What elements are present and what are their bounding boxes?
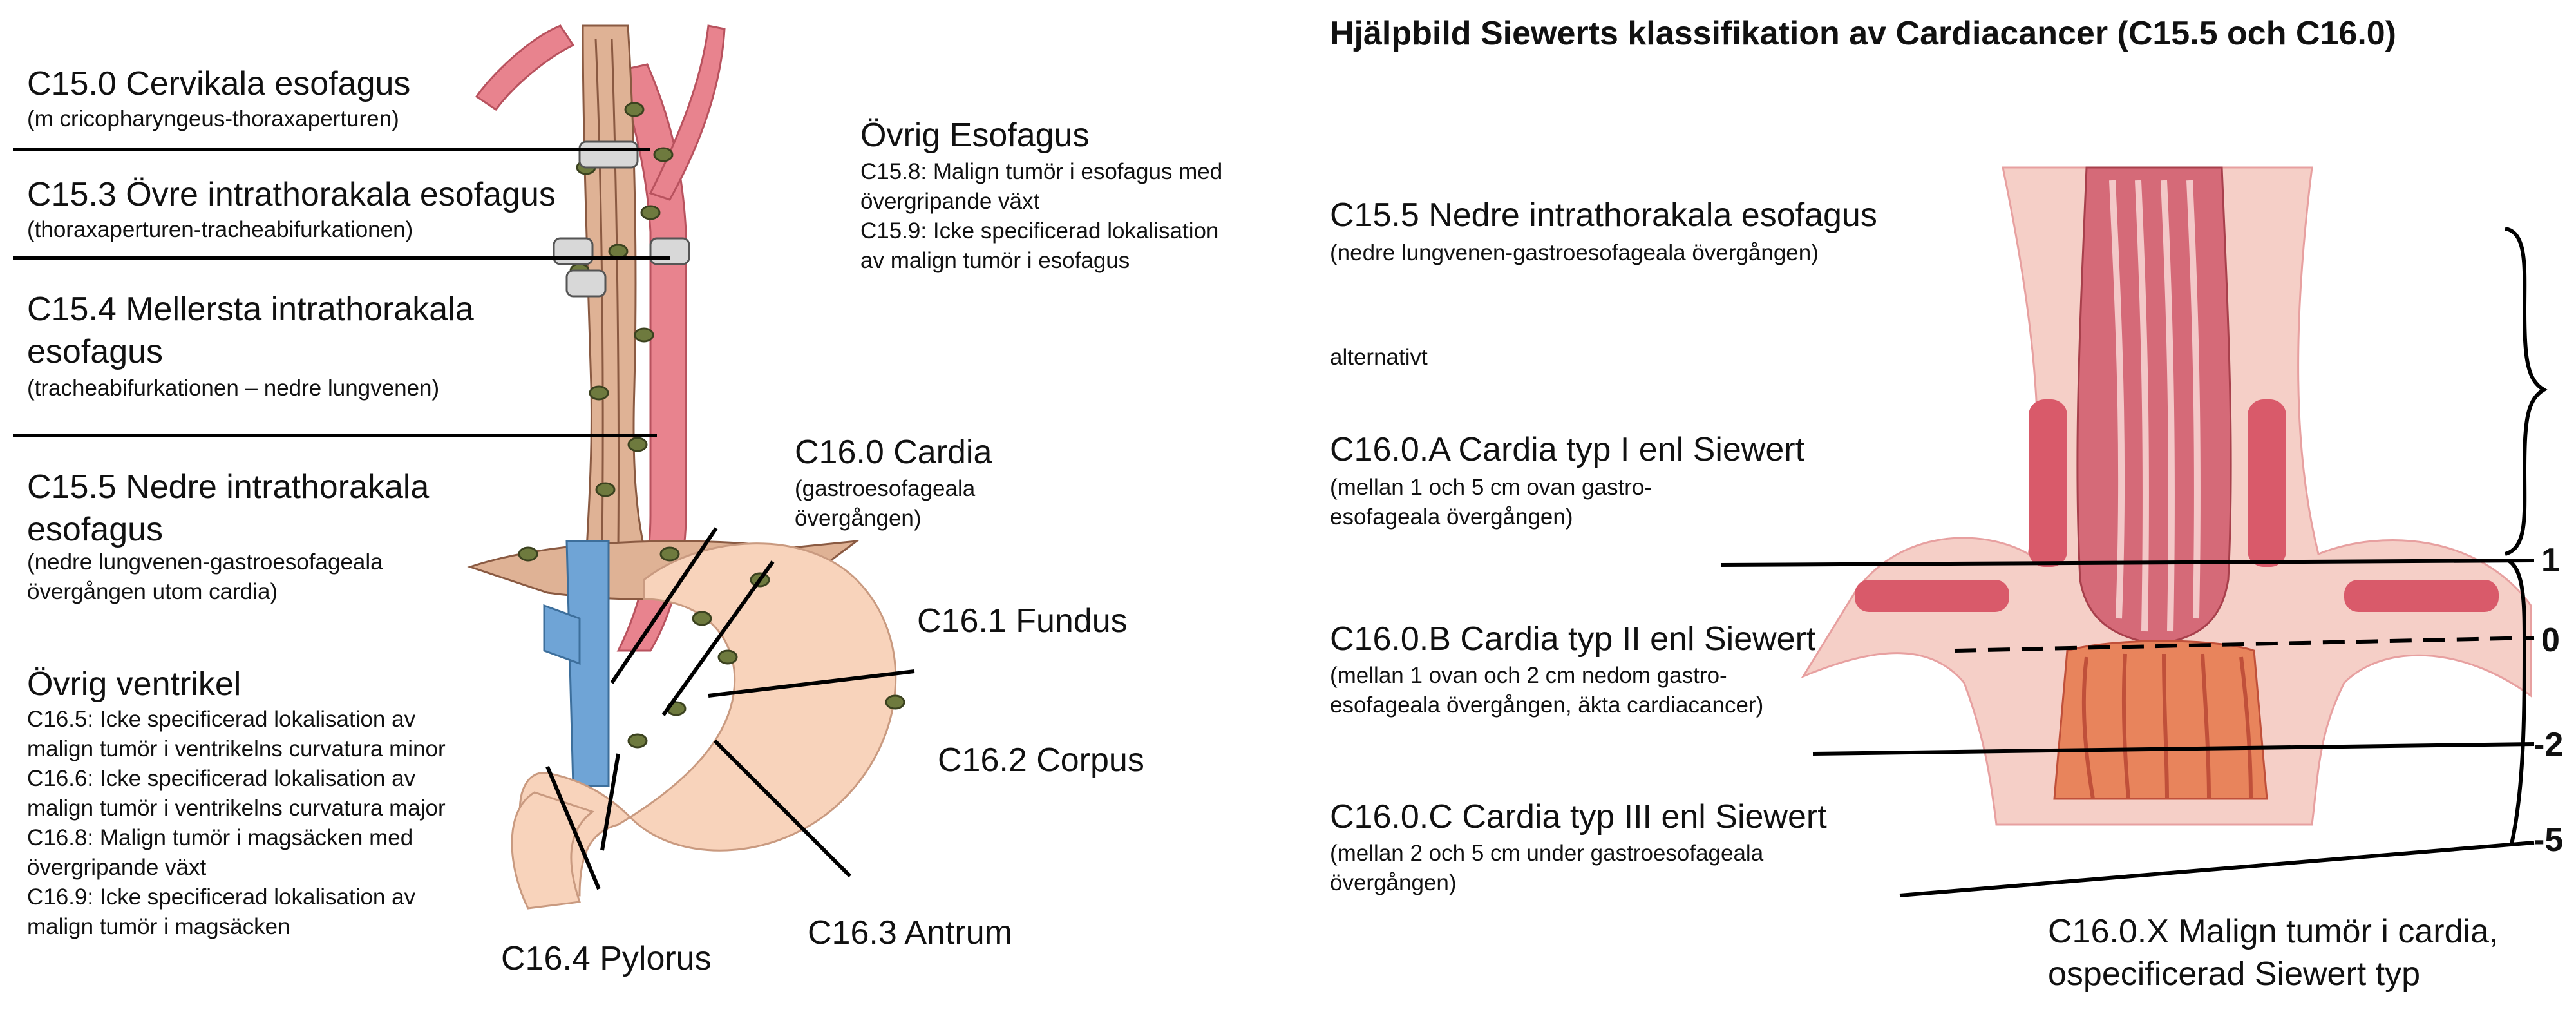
cardia-cross-section-illustration [1801,166,2532,826]
c160b-sub-2: esofageala övergången, äkta cardiacancer… [1330,693,1764,718]
c160b-title: C16.0.B Cardia typ II enl Siewert [1330,620,1816,658]
stomach [518,542,897,897]
c155-right-sub: (nedre lungvenen-gastroesofageala övergå… [1330,240,1819,265]
c154-title-2: esofagus [27,333,164,370]
marker-1: 1 [2541,542,2560,579]
c150-sub: (m cricopharyngeus-thoraxaperturen) [27,106,399,131]
ovrig-esofagus-line-2: övergripande växt [860,189,1040,214]
right-leader-lines [1720,227,2548,897]
c160x-line-1: C16.0.X Malign tumör i cardia, [2048,913,2499,950]
c160-sub-1: (gastroesofageala [795,476,976,501]
carotid-artery [475,24,575,111]
c160c-title: C16.0.C Cardia typ III enl Siewert [1330,798,1827,836]
ovrig-ventrikel-line-4: malign tumör i ventrikelns curvatura maj… [27,796,446,821]
marker-minus-2: -2 [2533,726,2564,763]
c160c-sub-2: övergången) [1330,870,1457,895]
page-title: Hjälpbild Siewerts klassifikation av Car… [1330,15,2397,52]
ovrig-ventrikel-line-1: C16.5: Icke specificerad lokalisation av [27,707,416,732]
c160b-sub-1: (mellan 1 ovan och 2 cm nedom gastro- [1330,663,1727,688]
vena-cava [565,540,610,787]
c155-left-sub-2: övergången utom cardia) [27,579,278,604]
c160c-sub-1: (mellan 2 och 5 cm under gastroesofageal… [1330,841,1764,866]
c153-title: C15.3 Övre intrathorakala esofagus [27,176,556,213]
label-c164: C16.4 Pylorus [501,940,712,977]
c155-left-title-1: C15.5 Nedre intrathorakala [27,468,430,506]
label-c163: C16.3 Antrum [808,914,1012,951]
ovrig-esofagus-line-3: C15.9: Icke specificerad lokalisation [860,218,1219,244]
ovrig-ventrikel-line-3: C16.6: Icke specificerad lokalisation av [27,766,416,791]
ovrig-esofagus-line-1: C15.8: Malign tumör i esofagus med [860,159,1223,184]
c160a-title: C16.0.A Cardia typ I enl Siewert [1330,431,1805,468]
label-c161: C16.1 Fundus [917,602,1128,640]
c155-right-title: C15.5 Nedre intrathorakala esofagus [1330,196,1877,234]
c160x-line-2: ospecificerad Siewert typ [2048,955,2421,993]
marker-0: 0 [2541,622,2560,659]
label-alternativt: alternativt [1330,345,1428,370]
left-leader-lines [13,148,915,890]
ovrig-esofagus-title: Övrig Esofagus [860,117,1090,154]
esophagus-stomach-illustration [467,24,905,910]
c160a-sub-1: (mellan 1 och 5 cm ovan gastro- [1330,475,1652,500]
c160-sub-2: övergången) [795,506,922,531]
c155-left-title-2: esofagus [27,511,164,548]
c154-sub: (tracheabifurkationen – nedre lungvenen) [27,376,440,401]
ovrig-esofagus-line-4: av malign tumör i esofagus [860,248,1130,273]
label-c162: C16.2 Corpus [938,741,1144,779]
c155-left-sub-1: (nedre lungvenen-gastroesofageala [27,550,383,575]
ovrig-ventrikel-line-6: övergripande växt [27,855,207,880]
marker-minus-5: -5 [2533,821,2564,859]
ovrig-ventrikel-title: Övrig ventrikel [27,665,242,703]
c160a-sub-2: esofageala övergången) [1330,504,1573,530]
c150-title: C15.0 Cervikala esofagus [27,65,411,102]
ovrig-ventrikel-line-5: C16.8: Malign tumör i magsäcken med [27,825,413,850]
ovrig-ventrikel-line-2: malign tumör i ventrikelns curvatura min… [27,736,446,761]
ovrig-ventrikel-line-7: C16.9: Icke specificerad lokalisation av [27,884,416,910]
c154-title-1: C15.4 Mellersta intrathorakala [27,291,474,328]
c153-sub: (thoraxaperturen-tracheabifurkationen) [27,217,413,242]
ovrig-ventrikel-line-8: malign tumör i magsäcken [27,914,290,939]
c160-title: C16.0 Cardia [795,434,992,471]
